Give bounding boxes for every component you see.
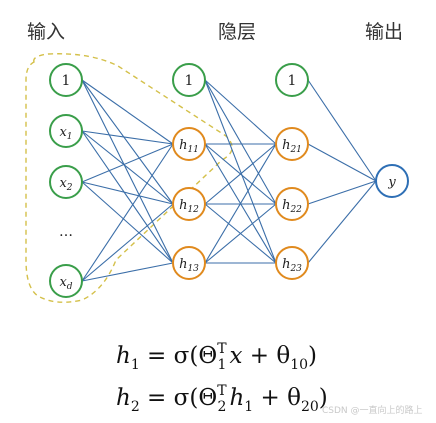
- edge-l0-4-3: [81, 262, 174, 282]
- hidden2-node-2: h22: [275, 187, 309, 221]
- edge-l0-1-3: [81, 130, 174, 264]
- hidden2-node-1-circle: [275, 127, 309, 161]
- hidden1-node-1-label: h11: [179, 138, 199, 155]
- network-nodes: 1 x1 x2 … xd 1 h11 h12 h13 1 h21 h22 h23 y: [49, 63, 409, 298]
- hidden-layer-title: 隐层: [218, 21, 256, 43]
- hidden1-node-3: h13: [172, 246, 206, 280]
- hidden1-node-0-label: 1: [185, 73, 194, 89]
- output-layer-title: 输出: [365, 21, 403, 43]
- hidden1-node-0-circle: [172, 63, 206, 97]
- edge-l1-3-2: [204, 203, 277, 264]
- hidden1-node-1: h11: [172, 127, 206, 161]
- edge-l0-4-2: [81, 203, 174, 282]
- edge-out-0: [307, 79, 377, 182]
- hidden2-node-2-circle: [275, 187, 309, 221]
- edge-l0-1-1: [81, 130, 174, 145]
- hidden2-node-1-label: h21: [282, 138, 302, 155]
- edge-l0-4-1: [81, 143, 174, 282]
- input-node-2: x2: [49, 165, 83, 199]
- edge-l1-3-1: [204, 143, 277, 264]
- input-node-4: xd: [49, 264, 83, 298]
- edge-l1-0-1: [204, 79, 277, 145]
- hidden2-node-3-label: h23: [282, 257, 302, 274]
- hidden1-node-3-circle: [172, 246, 206, 280]
- hidden2-node-1: h21: [275, 127, 309, 161]
- output-node-circle: [375, 164, 409, 198]
- edge-l0-0-1: [81, 79, 174, 145]
- edge-l0-2-3: [81, 181, 174, 264]
- edge-l1-0-2: [204, 79, 277, 205]
- edge-l0-2-2: [81, 181, 174, 205]
- input-node-0-label: 1: [62, 73, 71, 89]
- input-node-1-label: x1: [59, 125, 72, 142]
- edge-l0-0-3: [81, 79, 174, 264]
- hidden1-node-2-label: h12: [179, 198, 199, 215]
- input-node-3: …: [59, 224, 73, 240]
- hidden2-node-0: 1: [275, 63, 309, 97]
- connection-edges: [81, 79, 377, 282]
- hidden1-node-2-circle: [172, 187, 206, 221]
- hidden1-node-2: h12: [172, 187, 206, 221]
- input-node-1: x1: [49, 114, 83, 148]
- hidden1-node-1-circle: [172, 127, 206, 161]
- edge-l0-2-1: [81, 143, 174, 183]
- hidden2-node-0-circle: [275, 63, 309, 97]
- input-node-0: 1: [49, 63, 83, 97]
- input-node-2-label: x2: [59, 176, 72, 193]
- output-node-label: y: [387, 175, 396, 190]
- edge-l0-1-2: [81, 130, 174, 205]
- hidden2-node-3-circle: [275, 246, 309, 280]
- hidden2-node-0-label: 1: [288, 73, 297, 89]
- watermark-text: CSDN @一直向上的路上: [322, 404, 423, 416]
- edge-l1-2-1: [204, 143, 277, 205]
- output-node: y: [375, 164, 409, 198]
- hidden2-node-3: h23: [275, 246, 309, 280]
- input-node-3-label: …: [59, 224, 73, 240]
- edge-out-2: [307, 180, 377, 205]
- input-node-2-circle: [49, 165, 83, 199]
- edge-l0-0-2: [81, 79, 174, 205]
- edge-out-1: [307, 143, 377, 182]
- input-node-4-circle: [49, 264, 83, 298]
- edge-l1-0-3: [204, 79, 277, 264]
- input-group-dashed-outline: [25, 53, 233, 303]
- input-layer-title: 输入: [27, 21, 65, 43]
- edge-out-3: [307, 180, 377, 264]
- hidden1-node-3-label: h13: [179, 257, 199, 274]
- hidden1-node-0: 1: [172, 63, 206, 97]
- input-node-4-label: xd: [59, 275, 72, 292]
- input-node-1-circle: [49, 114, 83, 148]
- hidden2-node-2-label: h22: [282, 198, 302, 215]
- input-node-0-circle: [49, 63, 83, 97]
